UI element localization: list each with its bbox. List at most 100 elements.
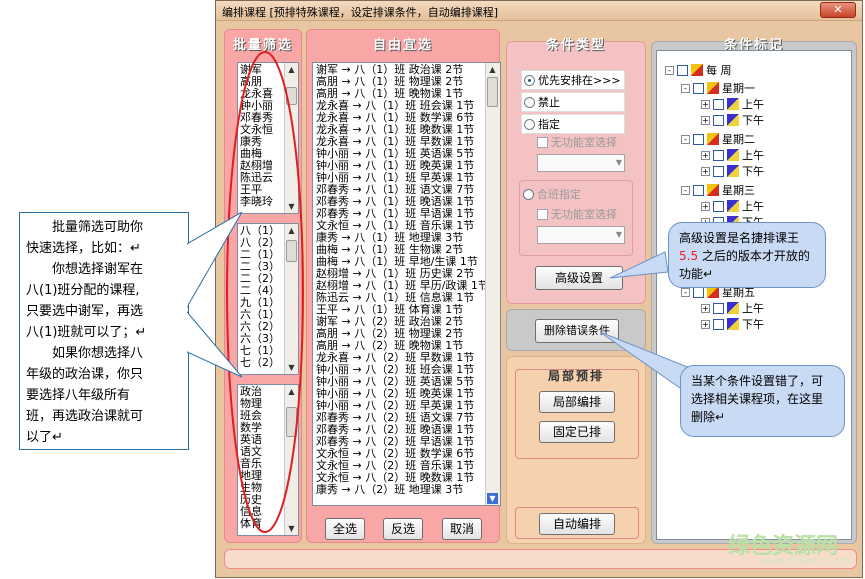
teacher-item[interactable]: 钟小丽	[240, 99, 273, 112]
scroll-up-icon[interactable]: ▲	[288, 65, 295, 74]
advanced-settings-button[interactable]: 高级设置	[535, 266, 623, 290]
course-item[interactable]: 康秀 → 八（2）班 地理课 3节	[316, 483, 464, 496]
class-item[interactable]: 七（1）	[240, 344, 280, 357]
checkbox-icon[interactable]	[713, 98, 724, 110]
course-item[interactable]: 王平 → 八（1）班 体育课 1节	[316, 303, 464, 316]
forbid-radio[interactable]: 禁止	[521, 92, 625, 112]
course-item[interactable]: 钟小丽 → 八（2）班 班会课 1节	[316, 363, 475, 376]
class-item[interactable]: 九（1）	[240, 296, 280, 309]
checkbox-icon[interactable]	[713, 200, 724, 212]
course-item[interactable]: 谢军 → 八（2）班 政治课 2节	[316, 315, 464, 328]
subject-item[interactable]: 物理	[240, 397, 262, 410]
course-item[interactable]: 曲梅 → 八（1）班 早地/生课 1节	[316, 255, 478, 268]
auto-arrange-button[interactable]: 自动编排	[539, 513, 615, 535]
course-item[interactable]: 龙永喜 → 八（1）班 数学课 6节	[316, 111, 475, 124]
checkbox-icon[interactable]	[713, 165, 724, 177]
course-item[interactable]: 邓春秀 → 八（1）班 晚语课 1节	[316, 195, 475, 208]
subject-item[interactable]: 信息	[240, 505, 262, 518]
course-item[interactable]: 邓春秀 → 八（1）班 早语课 1节	[316, 207, 475, 220]
checkbox-icon[interactable]	[713, 114, 724, 126]
checkbox-icon[interactable]	[677, 64, 688, 76]
class-list[interactable]: 八（1）八（2）二（1）二（3）二（2）二（4）九（1）六（1）六（2）六（3）…	[237, 223, 299, 375]
course-item[interactable]: 文永恒 → 八（2）班 晚数课 1节	[316, 471, 475, 484]
teacher-item[interactable]: 龙永喜	[240, 87, 273, 100]
course-item[interactable]: 文永恒 → 八（2）班 数学课 6节	[316, 447, 475, 460]
assign-radio[interactable]: 指定	[521, 114, 625, 134]
course-item[interactable]: 钟小丽 → 八（2）班 早英课 1节	[316, 399, 475, 412]
room-combo2[interactable]: ▼	[537, 226, 625, 244]
teacher-item[interactable]: 李晓玲	[240, 195, 273, 208]
course-item[interactable]: 高朋 → 八（1）班 晚物课 1节	[316, 87, 464, 100]
checkbox-icon[interactable]	[693, 82, 704, 94]
course-item[interactable]: 钟小丽 → 八（1）班 英语课 5节	[316, 147, 475, 160]
collapse-icon[interactable]: -	[681, 185, 690, 195]
tree-day-1[interactable]: -星期一	[681, 81, 755, 95]
tree-am-3[interactable]: +上午	[701, 199, 764, 213]
class-item[interactable]: 六（2）	[240, 320, 280, 333]
scroll-down-icon[interactable]: ▼	[487, 493, 498, 504]
teacher-item[interactable]: 王平	[240, 183, 262, 196]
merge-assign-radio[interactable]: 合班指定	[523, 186, 581, 202]
collapse-icon[interactable]: -	[665, 65, 674, 75]
checkbox-icon[interactable]	[713, 318, 724, 330]
course-item[interactable]: 赵栩增 → 八（1）班 历史课 2节	[316, 267, 475, 280]
class-list-scrollbar[interactable]: ▲▼	[284, 224, 298, 374]
course-item[interactable]: 高朋 → 八（2）班 晚物课 1节	[316, 339, 464, 352]
teacher-list[interactable]: 谢军高朋龙永喜钟小丽邓春秀文永恒康秀曲梅赵栩增陈迅云王平李晓玲 ▲▼	[237, 62, 299, 214]
course-item[interactable]: 高朋 → 八（2）班 物理课 2节	[316, 327, 464, 340]
class-item[interactable]: 二（3）	[240, 260, 280, 273]
class-item[interactable]: 六（3）	[240, 332, 280, 345]
checkbox-icon[interactable]	[713, 149, 724, 161]
collapse-icon[interactable]: -	[681, 134, 690, 144]
checkbox-icon[interactable]	[693, 286, 704, 298]
tree-day-2[interactable]: -星期二	[681, 132, 755, 146]
course-item[interactable]: 钟小丽 → 八（1）班 早英课 1节	[316, 171, 475, 184]
expand-icon[interactable]: +	[701, 319, 710, 329]
delete-wrong-condition-button[interactable]: 删除错误条件	[535, 319, 619, 343]
expand-icon[interactable]: +	[701, 115, 710, 125]
course-item[interactable]: 邓春秀 → 八（2）班 早语课 1节	[316, 435, 475, 448]
room-select2-checkbox[interactable]: 无功能室选择	[537, 206, 617, 222]
course-item[interactable]: 龙永喜 → 八（2）班 早数课 1节	[316, 351, 475, 364]
class-item[interactable]: 七（2）	[240, 356, 280, 369]
tree-am-1[interactable]: +上午	[701, 97, 764, 111]
course-item[interactable]: 龙永喜 → 八（1）班 晚数课 1节	[316, 123, 475, 136]
room-combo[interactable]: ▼	[537, 154, 625, 172]
expand-icon[interactable]: +	[701, 166, 710, 176]
course-item[interactable]: 文永恒 → 八（1）班 音乐课 1节	[316, 219, 475, 232]
subject-item[interactable]: 班会	[240, 409, 262, 422]
tree-day-5[interactable]: -星期五	[681, 285, 755, 299]
class-item[interactable]: 二（2）	[240, 272, 280, 285]
condition-tree[interactable]: -每 周-星期一+上午+下午-星期二+上午+下午-星期三+上午+下午-星期四+上…	[656, 50, 852, 540]
subject-item[interactable]: 音乐	[240, 457, 262, 470]
teacher-item[interactable]: 邓春秀	[240, 111, 273, 124]
course-item[interactable]: 钟小丽 → 八（2）班 英语课 5节	[316, 375, 475, 388]
tree-pm-2[interactable]: +下午	[701, 164, 764, 178]
subject-item[interactable]: 英语	[240, 433, 262, 446]
tree-root-week[interactable]: -每 周	[665, 63, 732, 77]
tree-pm-5[interactable]: +下午	[701, 317, 764, 331]
course-item[interactable]: 龙永喜 → 八（1）班 班会课 1节	[316, 99, 475, 112]
checkbox-icon[interactable]	[713, 302, 724, 314]
course-list-scrollbar[interactable]: ▲▼	[485, 63, 500, 505]
checkbox-icon[interactable]	[693, 184, 704, 196]
class-item[interactable]: 二（1）	[240, 248, 280, 261]
course-item[interactable]: 文永恒 → 八（2）班 音乐课 1节	[316, 459, 475, 472]
expand-icon[interactable]: +	[701, 99, 710, 109]
cancel-button[interactable]: 取消	[442, 518, 482, 540]
expand-icon[interactable]: +	[701, 150, 710, 160]
course-item[interactable]: 赵栩增 → 八（1）班 早历/政课 1节	[316, 279, 489, 292]
subject-item[interactable]: 数学	[240, 421, 262, 434]
tree-day-3[interactable]: -星期三	[681, 183, 755, 197]
scroll-up-icon[interactable]: ▲	[288, 387, 295, 396]
course-item[interactable]: 陈迅云 → 八（1）班 信息课 1节	[316, 291, 475, 304]
class-item[interactable]: 二（4）	[240, 284, 280, 297]
fix-arranged-button[interactable]: 固定已排	[539, 421, 615, 443]
subject-list[interactable]: 政治物理班会数学英语语文音乐地理生物历史信息体育 ▲▼	[237, 384, 299, 536]
tree-am-5[interactable]: +上午	[701, 301, 764, 315]
local-arrange-button[interactable]: 局部编排	[539, 391, 615, 413]
expand-icon[interactable]: +	[701, 303, 710, 313]
scroll-up-icon[interactable]: ▲	[288, 226, 295, 235]
teacher-item[interactable]: 陈迅云	[240, 171, 273, 184]
course-item[interactable]: 邓春秀 → 八（2）班 晚语课 1节	[316, 423, 475, 436]
